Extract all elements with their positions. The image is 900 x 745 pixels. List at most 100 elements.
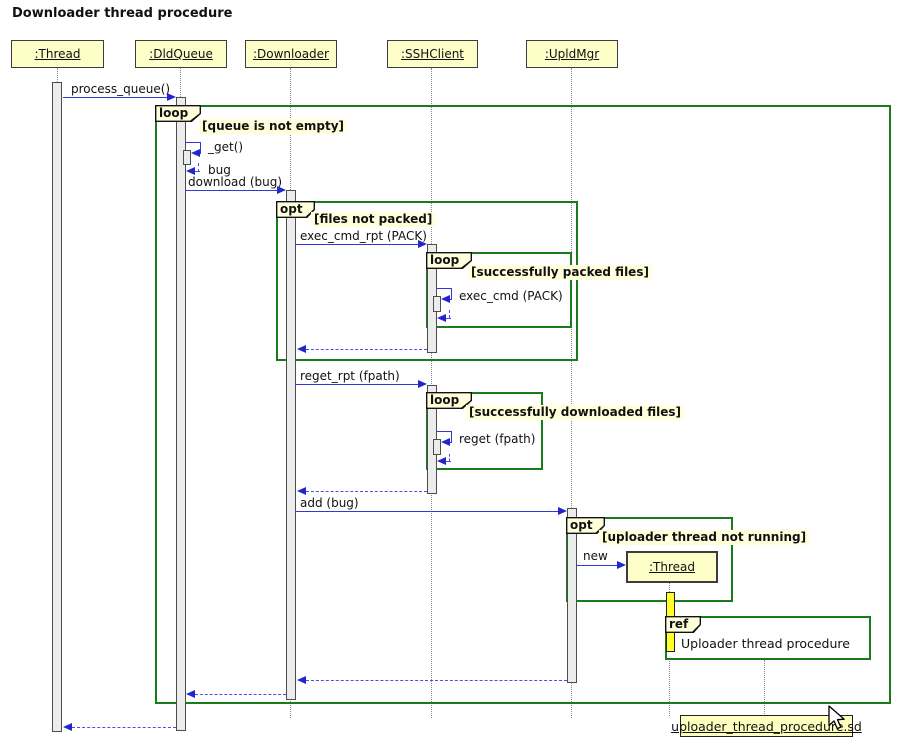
- arrowhead-right-icon: [167, 93, 176, 102]
- arrowhead-right-icon: [558, 507, 567, 516]
- message-exec-cmd-rpt-label: exec_cmd_rpt (PACK): [300, 229, 427, 243]
- tab-opt-uploader: opt: [566, 517, 605, 534]
- arrowhead-left-icon: [297, 487, 306, 496]
- activation-upldmgr: [566, 508, 577, 683]
- arrowhead-left-icon: [63, 723, 72, 732]
- message-reget-rpt-label: reget_rpt (fpath): [300, 369, 400, 383]
- tab-loop-packed: loop: [426, 252, 472, 269]
- tab-label: ref: [669, 617, 689, 631]
- participant-label: :Thread: [648, 560, 695, 574]
- tab-label: loop: [430, 393, 460, 407]
- message-add-label: add (bug): [300, 496, 359, 510]
- arrowhead-left-icon: [186, 167, 195, 176]
- guard-files-not-packed: [files not packed]: [311, 212, 436, 227]
- participant-label: :SSHClient: [400, 47, 465, 61]
- return-reget-down: [448, 454, 450, 461]
- tab-loop-queue: loop: [155, 105, 201, 122]
- diagram-title: Downloader thread procedure: [12, 6, 233, 21]
- participant-label: :Downloader: [252, 47, 329, 61]
- return-bug-down: [197, 163, 199, 172]
- activation-sshclient-1-nested: [433, 296, 441, 312]
- message-new-label: new: [583, 549, 608, 563]
- tab-loop-downloaded: loop: [426, 392, 472, 409]
- message-reget-label: reget (fpath): [459, 432, 536, 446]
- participant-dldqueue: :DldQueue: [135, 40, 227, 68]
- return-upldmgr-line: [306, 680, 567, 681]
- arrowhead-left-icon: [191, 148, 200, 157]
- activation-thread: [52, 82, 62, 732]
- arrow-exec-cmd-rpt: [296, 244, 419, 245]
- message-get-label: _get(): [208, 140, 244, 154]
- note-link[interactable]: uploader_thread_procedure.sd: [671, 715, 862, 737]
- arrowhead-left-icon: [441, 294, 450, 303]
- guard-successfully-packed: [successfully packed files]: [468, 265, 652, 280]
- ref-label: Uploader thread procedure: [681, 636, 850, 651]
- message-download-label: download (bug): [188, 175, 283, 189]
- activation-dldqueue: [175, 97, 186, 731]
- note-link-text: uploader_thread_procedure.sd: [671, 718, 862, 734]
- arrow-new: [577, 565, 618, 566]
- participant-new-thread: :Thread: [626, 551, 718, 583]
- arrow-reget-out: [437, 431, 452, 432]
- tab-opt-files: opt: [276, 201, 315, 218]
- frame-loop-queue: [155, 105, 891, 704]
- message-process-queue-label: process_queue(): [71, 82, 171, 96]
- return-exec-cmd-down: [448, 310, 450, 318]
- tab-label: opt: [570, 518, 593, 532]
- arrowhead-right-icon: [617, 561, 626, 570]
- arrowhead-right-icon: [277, 186, 286, 195]
- tab-fill: [277, 202, 314, 217]
- tab-fill: [427, 253, 471, 268]
- arrow-reget-rpt: [296, 384, 419, 385]
- return-exec-cmd-line: [445, 318, 451, 319]
- arrowhead-left-icon: [186, 690, 195, 699]
- return-pack-line: [306, 349, 427, 350]
- tab-label: loop: [430, 253, 460, 267]
- arrowhead-left-icon: [297, 345, 306, 354]
- arrow-exec-cmd-down: [450, 288, 452, 299]
- return-reget-line: [445, 461, 451, 462]
- arrow-get-out: [186, 142, 201, 143]
- guard-uploader-not-running: [uploader thread not running]: [599, 530, 810, 545]
- return-download-line: [306, 491, 427, 492]
- arrow-add: [296, 511, 559, 512]
- arrowhead-left-icon: [437, 457, 446, 466]
- arrow-download: [186, 190, 278, 191]
- participant-upldmgr: :UpldMgr: [526, 40, 618, 68]
- message-exec-cmd-label: exec_cmd (PACK): [459, 289, 563, 303]
- tab-label: loop: [159, 106, 189, 120]
- tab-fill: [666, 617, 700, 632]
- tab-fill: [156, 106, 200, 121]
- tab-ref-uploader: ref: [665, 616, 701, 633]
- arrowhead-left-icon: [441, 437, 450, 446]
- lifeline-upldmgr: [571, 68, 573, 718]
- participant-label: :Thread: [34, 47, 81, 61]
- arrow-get-down: [199, 142, 201, 153]
- participant-downloader: :Downloader: [245, 40, 337, 68]
- arrow-exec-cmd-out: [437, 288, 452, 289]
- arrowhead-left-icon: [297, 676, 306, 685]
- mouse-cursor-icon: [828, 705, 845, 730]
- tab-fill: [567, 518, 604, 533]
- participant-label: :UpldMgr: [544, 47, 600, 61]
- guard-successfully-downloaded: [successfully downloaded files]: [466, 405, 684, 420]
- message-bug-label: bug: [208, 163, 231, 177]
- lifeline-ref-anchor: [764, 660, 766, 716]
- participant-label: :DldQueue: [149, 47, 213, 61]
- arrowhead-left-icon: [437, 314, 446, 323]
- tab-label: opt: [280, 202, 303, 216]
- arrowhead-right-icon: [418, 240, 427, 249]
- frame-opt-files: [276, 201, 578, 361]
- participant-thread: :Thread: [11, 40, 104, 68]
- arrowhead-right-icon: [418, 380, 427, 389]
- activation-dldqueue-nested: [183, 150, 191, 165]
- return-dldqueue-line: [72, 727, 176, 728]
- arrow-process-queue: [63, 97, 168, 98]
- activation-sshclient-2-nested: [433, 439, 441, 455]
- return-downloader-line: [195, 694, 286, 695]
- return-bug-line: [194, 171, 200, 172]
- participant-sshclient: :SSHClient: [387, 40, 478, 68]
- arrow-reget-down: [450, 431, 452, 442]
- guard-queue-not-empty: [queue is not empty]: [199, 119, 348, 134]
